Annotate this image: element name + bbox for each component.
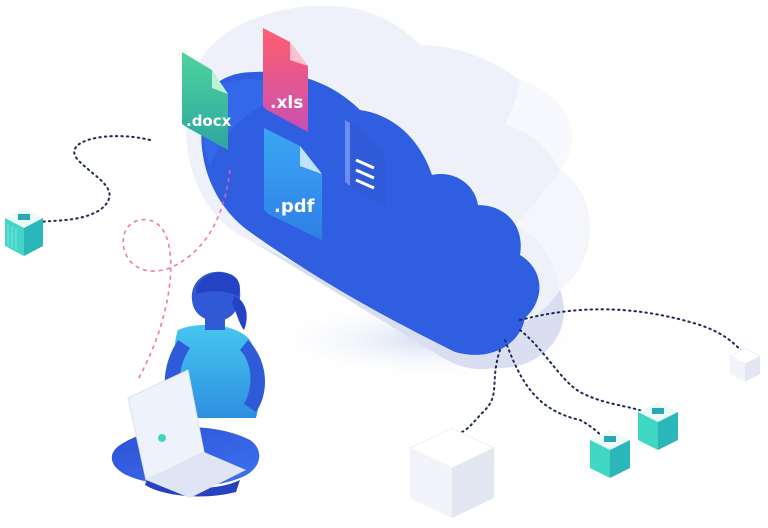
file-xls-label: .xls (270, 93, 303, 113)
file-document (345, 120, 386, 208)
person (111, 271, 266, 498)
laptop-logo-icon (158, 434, 166, 442)
file-docx-label: .docx (186, 112, 232, 130)
network-line-right-top (519, 308, 746, 356)
node-right-b (590, 430, 630, 478)
cube-large (408, 427, 496, 518)
cloud-rim-right (505, 80, 572, 170)
person-feet (145, 470, 240, 497)
network-line-right-mid (519, 329, 656, 419)
file-pdf: .pdf (264, 128, 322, 240)
network-line-bottom (461, 349, 501, 433)
cube-small (728, 347, 762, 382)
person-hair (196, 272, 240, 296)
document-lines-icon (355, 158, 375, 190)
file-docx: .docx (182, 52, 232, 150)
person-ponytail (232, 296, 247, 330)
person-arm-right (240, 340, 266, 412)
node-right-a (638, 402, 678, 450)
person-shirt (174, 324, 260, 418)
cloud-rim-lower (515, 170, 590, 290)
cloud-rim-top (360, 3, 520, 81)
file-xls: .xls (263, 28, 308, 132)
file-pdf-label: .pdf (274, 196, 315, 217)
laptop-base (146, 452, 246, 498)
node-left (5, 208, 43, 256)
network-line-left (39, 135, 151, 223)
